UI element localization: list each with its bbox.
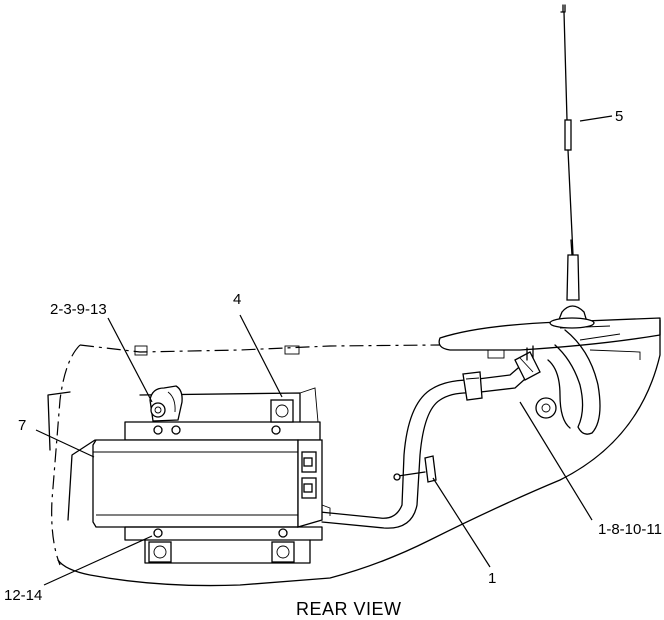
callout-12-14: 12-14 — [4, 587, 42, 604]
callout-4: 4 — [233, 291, 241, 308]
bracket-clamp — [149, 385, 183, 422]
radio-unit — [92, 439, 331, 528]
mounting-bracket-upper — [124, 387, 321, 441]
antenna-mount-plate — [438, 317, 661, 360]
vehicle-body-outline — [47, 319, 661, 587]
antenna-lead-cable — [535, 329, 601, 435]
view-caption: REAR VIEW — [296, 599, 402, 619]
callout-2-3-9-13: 2-3-9-13 — [50, 301, 107, 318]
callout-7: 7 — [18, 417, 26, 434]
callout-1-8-10-11: 1-8-10-11 — [598, 521, 662, 538]
coax-cable — [319, 345, 541, 529]
antenna-mast — [549, 4, 595, 329]
leader-lines — [35, 115, 613, 586]
callout-1: 1 — [488, 570, 496, 587]
mounting-bracket-lower — [124, 526, 323, 564]
callout-5: 5 — [615, 108, 623, 125]
